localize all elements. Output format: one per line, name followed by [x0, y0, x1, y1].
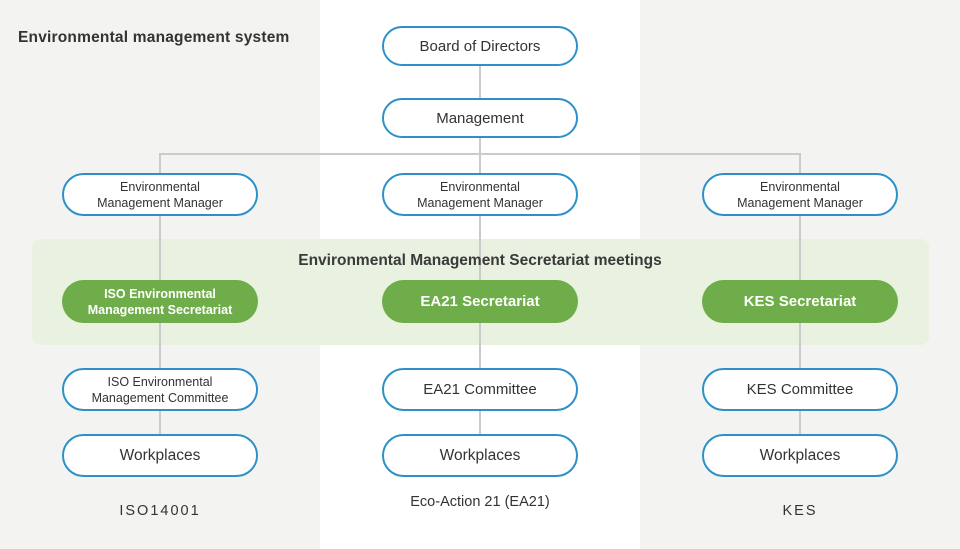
node-label: Workplaces: [119, 446, 201, 464]
connector-line: [159, 153, 801, 155]
column-label-eco-action-21: Eco-Action 21 (EA21): [382, 494, 578, 511]
node-iso-env-management-secretariat: ISO Environmental Management Secretariat: [62, 280, 258, 323]
node-label-line1: ISO Environmental: [104, 286, 216, 301]
node-label: Workplaces: [759, 446, 841, 464]
node-label-line2: Management Committee: [91, 390, 229, 405]
node-label-line2: Management Secretariat: [87, 302, 233, 317]
node-label: Workplaces: [439, 446, 521, 464]
connector-line: [159, 154, 161, 173]
node-board-of-directors: Board of Directors: [382, 26, 578, 66]
node-ea21-committee: EA21 Committee: [382, 368, 578, 411]
column-label-line1: Eco-Action 21: [410, 494, 501, 510]
column-label-line2: (EA21): [504, 494, 550, 510]
node-kes-secretariat: KES Secretariat: [702, 280, 898, 323]
node-label-line1: Environmental: [440, 179, 520, 194]
connector-line: [479, 66, 481, 98]
node-env-management-manager-iso: Environmental Management Manager: [62, 173, 258, 216]
node-kes-committee: KES Committee: [702, 368, 898, 411]
node-label-line2: Management Manager: [417, 195, 543, 210]
node-label-line1: Environmental: [760, 179, 840, 194]
node-env-management-manager-ea21: Environmental Management Manager: [382, 173, 578, 216]
node-label-line1: Environmental: [120, 179, 200, 194]
column-label-iso14001: ISO14001: [62, 503, 258, 520]
node-ea21-secretariat: EA21 Secretariat: [382, 280, 578, 323]
connector-line: [799, 154, 801, 173]
node-label-line2: Management Manager: [97, 195, 223, 210]
connector-line: [479, 411, 481, 434]
connector-line: [799, 411, 801, 434]
node-iso-env-management-committee: ISO Environmental Management Committee: [62, 368, 258, 411]
node-env-management-manager-kes: Environmental Management Manager: [702, 173, 898, 216]
node-label-line2: Management Manager: [737, 195, 863, 210]
secretariat-meetings-band-title: Environmental Management Secretariat mee…: [298, 252, 662, 269]
node-workplaces-iso: Workplaces: [62, 434, 258, 477]
node-label: Board of Directors: [419, 37, 541, 55]
node-label-line1: ISO Environmental: [107, 374, 213, 389]
node-label: Management: [436, 109, 524, 127]
page-title: Environmental management system: [18, 29, 290, 46]
node-label-line1: KES Secretariat: [743, 293, 857, 310]
node-workplaces-kes: Workplaces: [702, 434, 898, 477]
node-management: Management: [382, 98, 578, 138]
column-label-text: ISO14001: [119, 503, 201, 519]
node-label-line1: KES Committee: [746, 381, 854, 398]
node-label-line1: EA21 Secretariat: [420, 293, 540, 310]
connector-line: [479, 138, 481, 173]
column-label-text: KES: [782, 503, 818, 519]
column-label-kes: KES: [702, 503, 898, 520]
node-label-line1: EA21 Committee: [423, 381, 537, 398]
connector-line: [159, 411, 161, 434]
node-workplaces-ea21: Workplaces: [382, 434, 578, 477]
